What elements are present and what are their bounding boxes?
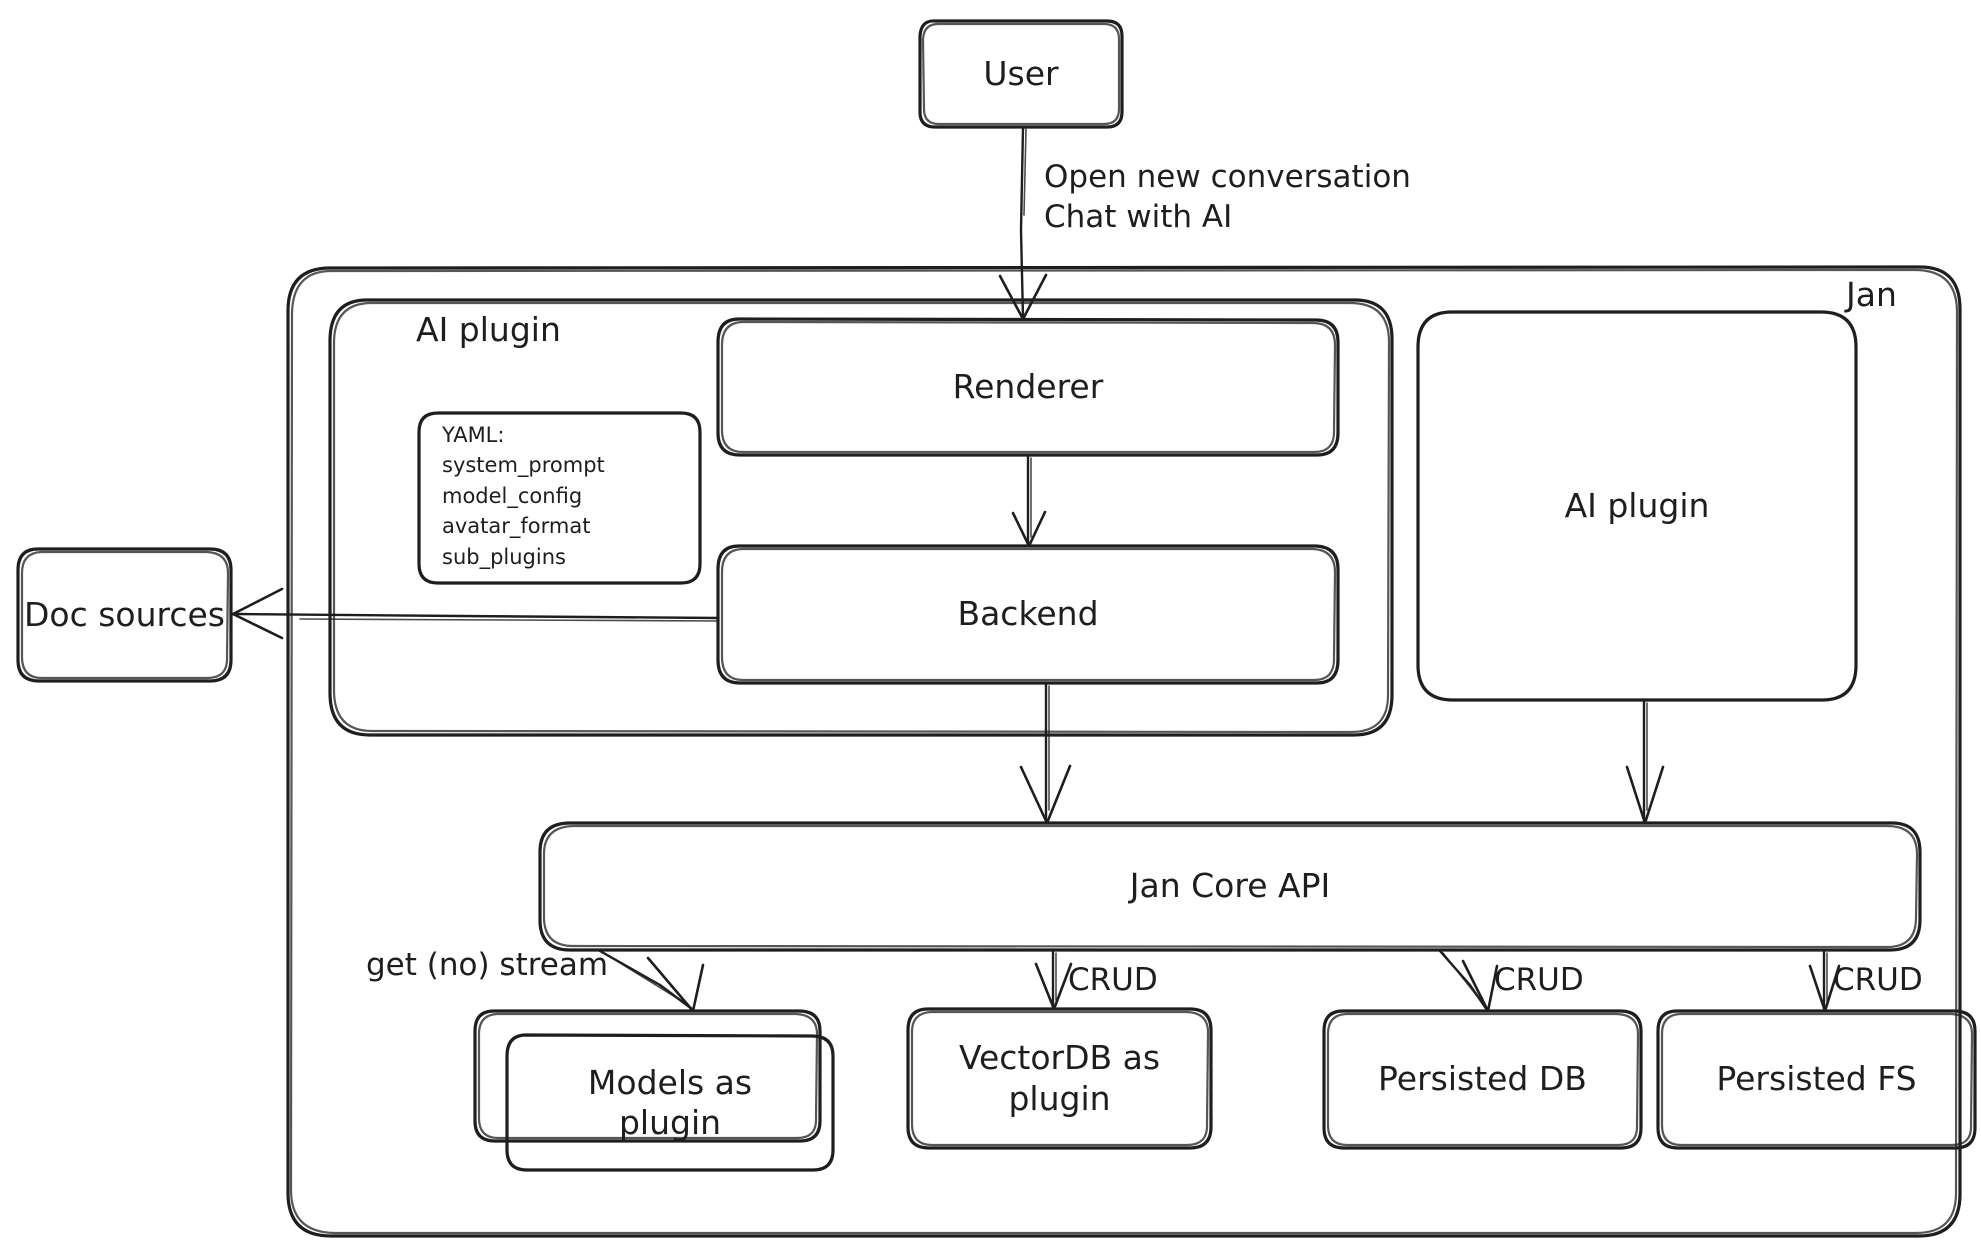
node-doc-sources-outline [16,547,233,683]
edge-backend-to-doc-sources [231,587,720,640]
edge-core-to-persisted-fs [1808,949,1841,1013]
node-models-plugin[interactable] [475,1011,833,1170]
node-jan-core-api[interactable] [540,823,1920,950]
edge-core-to-models [598,949,705,1013]
yaml-card-outline [417,411,702,585]
edge-core-to-vectordb [1034,949,1073,1011]
node-persisted-db[interactable] [1324,1011,1641,1148]
node-persisted-db-outline [1322,1009,1643,1150]
node-persisted-fs-outline [1656,1009,1977,1150]
node-user[interactable] [920,21,1122,127]
node-ai-plugin-right[interactable] [1418,312,1856,700]
node-persisted-fs[interactable] [1658,1011,1975,1148]
edge-core-to-persisted-db [1438,949,1499,1013]
edge-renderer-to-backend [1011,454,1047,548]
edge-ai-plugin-to-core [1625,699,1665,825]
edge-user-to-renderer [998,126,1048,321]
node-doc-sources[interactable] [18,549,231,681]
node-backend[interactable] [718,546,1338,683]
node-renderer-outline [716,317,1340,457]
node-jan-core-api-outline [538,821,1922,952]
container-ai-plugin-group-outline [328,298,1394,737]
node-ai-plugin-right-outline [1416,310,1858,702]
node-renderer[interactable] [718,319,1338,455]
node-models-plugin-outline [473,1009,835,1172]
node-vectordb-plugin[interactable] [908,1009,1211,1148]
node-vectordb-plugin-outline [906,1007,1213,1150]
node-backend-outline [716,544,1340,685]
container-jan-outline [286,265,1962,1238]
yaml-card[interactable] [419,413,700,583]
edge-backend-to-core [1019,682,1072,825]
node-user-outline [918,19,1124,129]
